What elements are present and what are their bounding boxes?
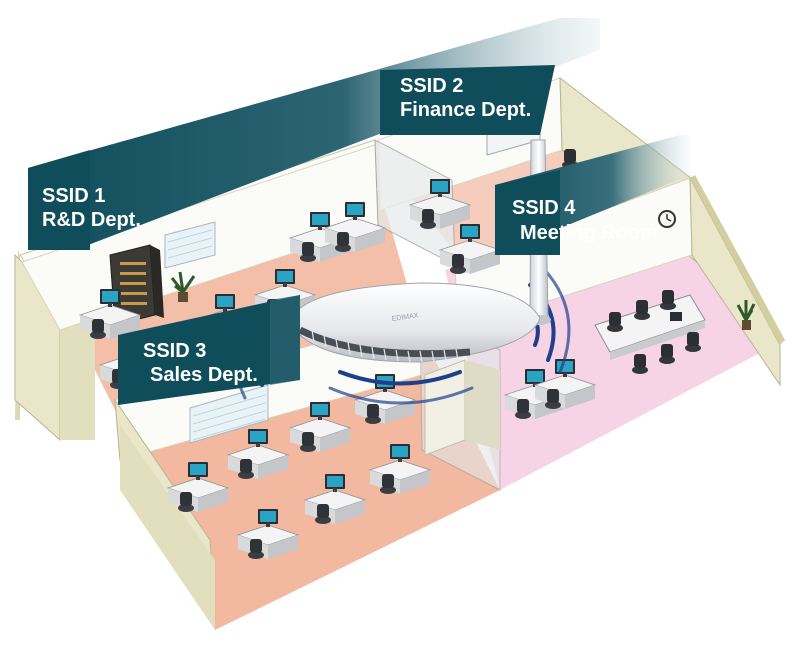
potted-plant-icon	[170, 271, 196, 302]
ssid3-banner: SSID 3 Sales Dept.	[118, 295, 300, 405]
ssid3-label: SSID 3	[143, 340, 206, 362]
router-brand: EDIMAX	[391, 312, 419, 323]
ssid4-label: SSID 4	[512, 197, 576, 219]
ssid1-dept: R&D Dept.	[42, 209, 141, 231]
ssid2-label: SSID 2	[400, 75, 463, 97]
server-rack-icon	[109, 244, 164, 326]
ssid1-label: SSID 1	[42, 185, 105, 207]
potted-plant-icon	[736, 300, 756, 330]
ssid4-dept: Meeting Room	[520, 222, 658, 244]
meeting-room-furniture	[504, 290, 706, 420]
wall-clock-icon	[658, 210, 676, 228]
ssid2-banner: SSID 2 Finance Dept.	[380, 65, 555, 135]
wireless-router-icon: EDIMAX	[289, 139, 551, 363]
whiteboard-sales	[189, 384, 269, 444]
ssid2-dept: Finance Dept.	[400, 99, 531, 121]
ssid4-banner: SSID 4 Meeting Room	[495, 135, 690, 255]
whiteboard-rd	[164, 221, 216, 269]
ssid3-dept: Sales Dept.	[150, 364, 258, 386]
